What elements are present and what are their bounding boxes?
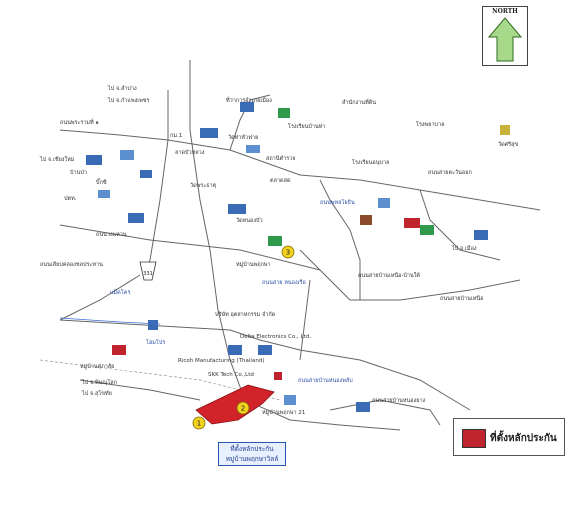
label-ptt: ปตท. (64, 196, 77, 202)
label-village-2: หมู่บ้านศุภาลัย (80, 364, 115, 370)
callout-line-2: หมู่บ้านพฤกษาวิลล์ (225, 455, 279, 463)
label-police: สถานีตำรวจ (266, 156, 296, 162)
label-wat-1: วัดพระธาตุ (190, 183, 217, 189)
marker-2: 2 (236, 401, 250, 415)
label-road-sw: ถนนสายบ้านหนองพลับ (298, 378, 353, 384)
label-to-kamphaengphet: ไป จ.กำแพงเพชร (108, 98, 150, 104)
label-road-prakan: ถนนพระรามที่ ๑ (60, 120, 99, 126)
label-factory-2: Delta Electronics Co., Ltd. (240, 334, 311, 340)
label-factory-3: Ricoh Manufacturing (Thailand) (178, 358, 265, 364)
label-factory-4: SKK Tech Co.,Ltd (208, 372, 254, 378)
label-to-east: ไป อ.เมือง (452, 246, 477, 252)
marker-3: 3 (281, 245, 295, 259)
label-road-main: ถนนพหลโยธิน (320, 200, 355, 206)
label-hospital: โรงพยาบาล (416, 122, 445, 128)
label-dept-land: สำนักงานที่ดิน (342, 100, 377, 106)
label-bottom-road: ถนนสายบ้านหนองยาง (372, 398, 426, 404)
north-arrow: NORTH (482, 6, 528, 66)
canal (59, 317, 161, 325)
label-village-pruksa: หมู่บ้านพฤกษา (236, 262, 271, 268)
collateral-callout: ที่ตั้งหลักประกัน หมู่บ้านพฤกษาวิลล์ (218, 442, 286, 466)
marker-2-label: 2 (241, 405, 245, 413)
north-arrow-icon (487, 17, 523, 62)
legend-swatch (462, 429, 486, 448)
label-wat-tha-hua: วัดท่าหัวฟาย (228, 135, 259, 141)
label-bigc: บิ๊กซี (96, 180, 107, 186)
label-road-lower: ถนนสายบ้านเหนือ-บ้านใต้ (358, 273, 421, 279)
label-road-right: ถนนสายบ้านเหนือ (440, 296, 484, 302)
highway-shield-number: 331 (143, 271, 153, 277)
label-village-3: หมู่บ้านพฤกษา 21 (262, 410, 306, 416)
callout-line-1: ที่ตั้งหลักประกัน (230, 445, 274, 453)
label-road-east: ถนนสายตะวันออก (428, 170, 472, 176)
legend-label: ที่ตั้งหลักประกัน (490, 433, 557, 444)
label-to-sukhothai: ไป จ.สุโขทัย (82, 391, 112, 397)
marker-1-label: 1 (197, 420, 201, 428)
label-wat-nong: วัดหนองบัว (236, 218, 263, 224)
label-amphoe: ที่ว่าการอำเภอเมือง (226, 98, 272, 104)
north-label: NORTH (492, 8, 518, 15)
roads (59, 60, 541, 431)
label-lat-bua-luang: ลาดบัวหลวง (175, 150, 205, 156)
label-home-pro: โฮมโปร (146, 340, 166, 346)
label-kmark: กม.1 (170, 133, 183, 139)
label-to-lampang: ไป จ.ลำปาง (108, 86, 137, 92)
building-icons (86, 102, 510, 412)
label-market: ตลาดสด (270, 178, 291, 184)
label-road-ring: ถนนวงแหวน (96, 232, 127, 238)
label-to-chiangmai: ไป จ.เชียงใหม่ (40, 157, 75, 163)
map-legend: ที่ตั้งหลักประกัน (453, 418, 565, 456)
label-ban-pa: บ้านป่า (70, 170, 87, 176)
label-temple-3: วัดศรีสุข (498, 142, 519, 148)
label-road-canal: ถนนเลียบคลองชลประทาน (40, 262, 103, 268)
label-road-nong: ถนนสาย หนองเรือ (262, 280, 306, 286)
label-school-tha: โรงเรียนบ้านท่า (288, 124, 326, 130)
highway-shield: 331 (139, 261, 157, 281)
marker-1: 1 (192, 416, 206, 430)
label-factory-1: บริษัท อุตสาหกรรม จำกัด (215, 312, 276, 318)
label-school-2: โรงเรียนอนุบาล (352, 160, 390, 166)
label-to-phitsanulok: ไป จ.พิษณุโลก (82, 380, 117, 386)
collateral-site (195, 384, 275, 425)
label-makro: แม็คโคร (110, 290, 131, 296)
marker-3-label: 3 (286, 249, 290, 257)
